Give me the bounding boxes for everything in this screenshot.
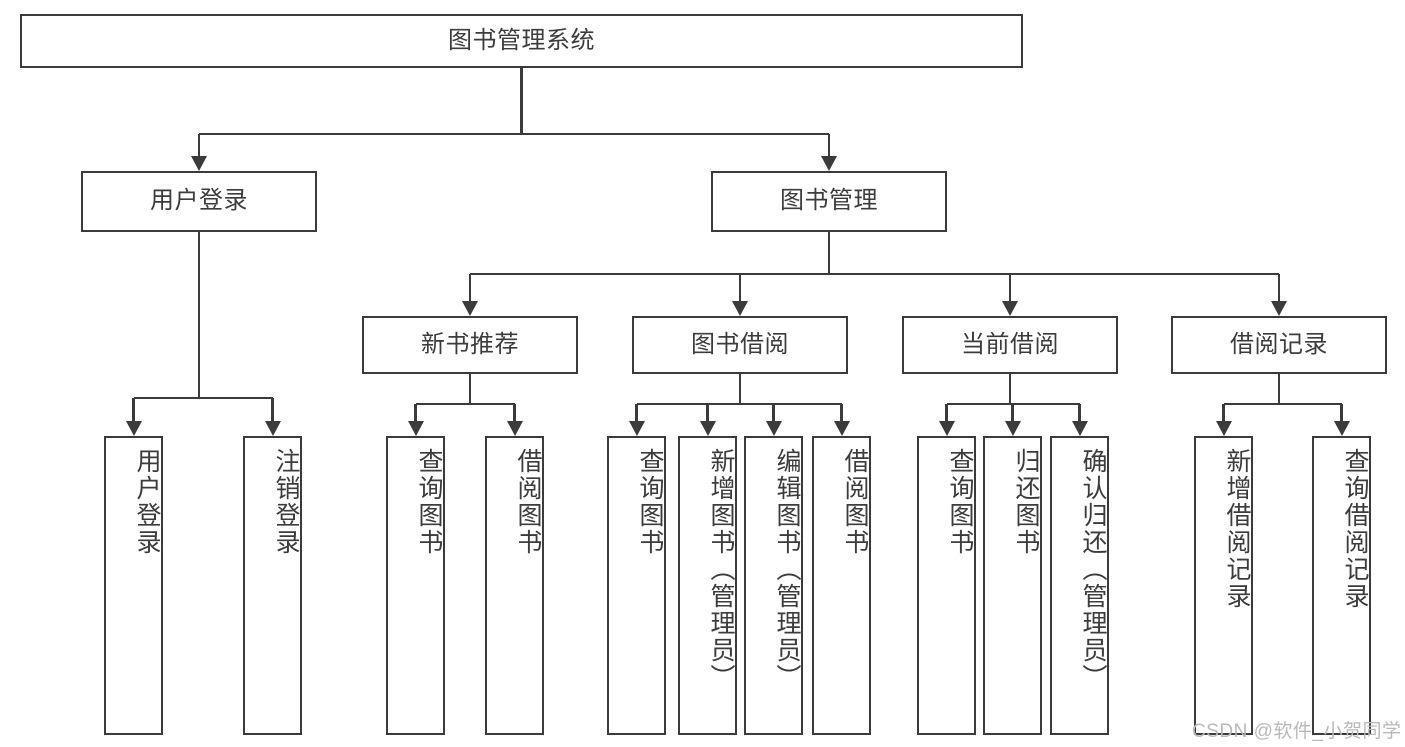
- drop-login-0: [132, 398, 135, 422]
- bus-newbook: [415, 402, 515, 406]
- arrow-head-icon: [1002, 301, 1018, 316]
- node-label: 注销登录: [272, 448, 300, 556]
- node-label: 当前借阅: [961, 330, 1059, 358]
- node-l2-1[interactable]: 图书管理: [711, 171, 947, 232]
- node-label: 新书推荐: [421, 330, 519, 358]
- node-label: 借阅图书: [841, 448, 869, 556]
- arrow-head-icon: [1271, 301, 1287, 316]
- stem-login: [197, 232, 201, 398]
- node-label: 新增借阅记录: [1223, 448, 1251, 610]
- node-leaf-9[interactable]: 归还图书: [983, 436, 1042, 735]
- arrow-head-icon: [732, 301, 748, 316]
- arrow-head-icon: [506, 421, 523, 436]
- node-label: 查询图书: [946, 448, 974, 556]
- node-leaf-6[interactable]: 编辑图书（管理员）: [744, 436, 803, 735]
- node-l3-3[interactable]: 借阅记录: [1171, 316, 1387, 374]
- drop-login-1: [271, 398, 274, 422]
- node-label: 确认归还（管理员）: [1079, 448, 1107, 691]
- drop-borrow-0: [635, 404, 638, 422]
- drop-manage-2: [1008, 274, 1012, 302]
- arrow-head-icon: [407, 421, 424, 436]
- drop-record-1: [1340, 404, 1343, 422]
- node-leaf-8[interactable]: 查询图书: [917, 436, 976, 735]
- drop-borrow-1: [706, 404, 709, 422]
- node-leaf-0[interactable]: 用户登录: [104, 436, 163, 735]
- node-label: 查询图书: [415, 448, 443, 556]
- node-leaf-11[interactable]: 新增借阅记录: [1194, 436, 1253, 735]
- stem-record: [1277, 374, 1281, 404]
- arrow-head-icon: [1071, 421, 1088, 436]
- stem-root: [520, 68, 523, 134]
- node-root-图书管理系统[interactable]: 图书管理系统: [20, 14, 1023, 68]
- arrow-head-icon: [833, 421, 850, 436]
- node-label: 用户登录: [133, 448, 161, 556]
- node-label: 查询借阅记录: [1341, 448, 1369, 610]
- node-leaf-10[interactable]: 确认归还（管理员）: [1050, 436, 1109, 735]
- arrow-head-icon: [1215, 421, 1232, 436]
- node-l3-2[interactable]: 当前借阅: [902, 316, 1118, 374]
- node-leaf-3[interactable]: 借阅图书: [485, 436, 544, 735]
- arrow-head-icon: [938, 421, 955, 436]
- drop-newbook-1: [513, 404, 516, 422]
- arrow-head-icon: [1333, 421, 1350, 436]
- drop-manage-3: [1277, 274, 1281, 302]
- drop-current-1: [1011, 404, 1014, 422]
- node-label: 查询图书: [636, 448, 664, 556]
- node-l3-1[interactable]: 图书借阅: [632, 316, 848, 374]
- node-label: 编辑图书（管理员）: [773, 448, 801, 691]
- drop-current-0: [945, 404, 948, 422]
- drop-root-0: [197, 134, 201, 157]
- node-leaf-4[interactable]: 查询图书: [607, 436, 666, 735]
- drop-manage-0: [468, 274, 472, 302]
- arrow-head-icon: [462, 301, 478, 316]
- bus-record: [1223, 402, 1342, 406]
- bus-login: [133, 396, 273, 400]
- node-leaf-5[interactable]: 新增图书（管理员）: [678, 436, 737, 735]
- drop-borrow-2: [772, 404, 775, 422]
- node-label: 图书管理: [780, 187, 878, 215]
- node-label: 用户登录: [150, 187, 248, 215]
- node-label: 图书借阅: [691, 330, 789, 358]
- bus-borrow: [636, 402, 842, 406]
- drop-root-1: [827, 134, 831, 157]
- drop-record-0: [1222, 404, 1225, 422]
- node-leaf-2[interactable]: 查询图书: [386, 436, 445, 735]
- drop-borrow-3: [840, 404, 843, 422]
- bus-manage: [470, 272, 1279, 276]
- stem-newbook: [468, 374, 472, 404]
- arrow-head-icon: [628, 421, 645, 436]
- drop-manage-1: [738, 274, 742, 302]
- node-leaf-12[interactable]: 查询借阅记录: [1312, 436, 1371, 735]
- arrow-head-icon: [821, 156, 837, 171]
- arrow-head-icon: [191, 156, 207, 171]
- bus-root: [199, 132, 829, 136]
- stem-current: [1008, 374, 1012, 404]
- stem-manage: [827, 232, 831, 274]
- node-l2-0[interactable]: 用户登录: [81, 171, 317, 232]
- node-label: 归还图书: [1012, 448, 1040, 556]
- node-label: 借阅记录: [1230, 330, 1328, 358]
- drop-current-2: [1078, 404, 1081, 422]
- stem-borrow: [738, 374, 742, 404]
- arrow-head-icon: [765, 421, 782, 436]
- arrow-head-icon: [125, 421, 142, 436]
- drop-newbook-0: [414, 404, 417, 422]
- node-label: 新增图书（管理员）: [707, 448, 735, 691]
- node-leaf-7[interactable]: 借阅图书: [812, 436, 871, 735]
- node-label: 借阅图书: [514, 448, 542, 556]
- node-leaf-1[interactable]: 注销登录: [243, 436, 302, 735]
- node-l3-0[interactable]: 新书推荐: [362, 316, 578, 374]
- arrow-head-icon: [699, 421, 716, 436]
- arrow-head-icon: [264, 421, 281, 436]
- node-label: 图书管理系统: [448, 26, 595, 54]
- arrow-head-icon: [1004, 421, 1021, 436]
